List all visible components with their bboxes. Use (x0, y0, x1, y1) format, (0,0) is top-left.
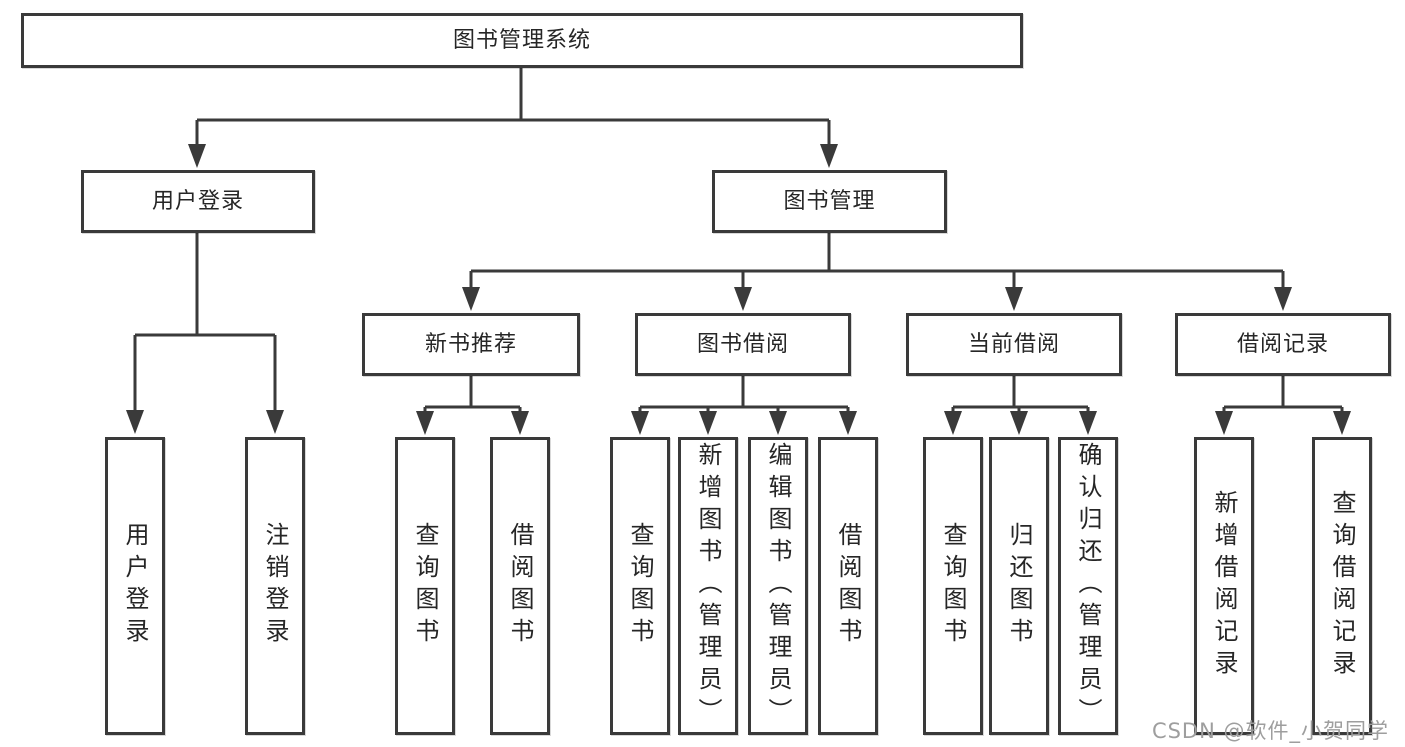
node-library-system: 图书管理系统 (21, 13, 1023, 68)
node-current-borrowing: 当前借阅 (906, 313, 1122, 376)
leaf-logout: 注销登录 (245, 437, 305, 735)
arrowhead (1010, 411, 1028, 435)
node-book-borrowing: 图书借阅 (635, 313, 851, 376)
branch-line (133, 233, 277, 412)
branch-line (951, 376, 1090, 413)
connector-current-borrow-branch (944, 376, 1097, 435)
leaf-edit-book-admin: 编辑图书（管理员） (748, 437, 808, 735)
arrowhead (416, 411, 434, 435)
branch-line (1222, 376, 1344, 413)
arrowhead (734, 287, 752, 311)
connector-new-books-branch (416, 376, 529, 435)
node-label: 新增图书（管理员） (694, 442, 722, 730)
node-label: 借阅图书 (834, 522, 862, 650)
leaf-query-books-recommend: 查询图书 (395, 437, 455, 735)
arrowhead (1215, 411, 1233, 435)
arrowhead (511, 411, 529, 435)
leaf-query-borrow-record: 查询借阅记录 (1312, 437, 1372, 735)
leaf-return-books: 归还图书 (989, 437, 1049, 735)
leaf-add-borrow-record: 新增借阅记录 (1194, 437, 1254, 735)
leaf-confirm-return-admin: 确认归还（管理员） (1058, 437, 1118, 735)
node-borrowing-records: 借阅记录 (1175, 313, 1391, 376)
connector-borrow-records-branch (1215, 376, 1351, 435)
leaf-user-login: 用户登录 (105, 437, 165, 735)
node-label: 图书管理系统 (452, 27, 591, 53)
node-label: 借阅图书 (506, 522, 534, 650)
arrowhead (1333, 411, 1351, 435)
node-label: 借阅记录 (1236, 331, 1329, 357)
arrowhead (699, 411, 717, 435)
node-new-book-recommendation: 新书推荐 (362, 313, 580, 376)
node-label: 图书借阅 (696, 331, 789, 357)
node-label: 注销登录 (261, 522, 289, 650)
arrowhead (1274, 287, 1292, 311)
arrowhead (126, 410, 144, 434)
arrowhead (839, 411, 857, 435)
connector-book-mgmt-branch (462, 233, 1292, 311)
branch-line (469, 233, 1285, 289)
node-label: 编辑图书（管理员） (764, 442, 792, 730)
arrowhead (631, 411, 649, 435)
leaf-borrow-books-borrowing: 借阅图书 (818, 437, 878, 735)
arrowhead (944, 411, 962, 435)
branch-line (195, 68, 831, 146)
leaf-query-books-borrowing: 查询图书 (610, 437, 670, 735)
arrowhead (769, 411, 787, 435)
node-label: 当前借阅 (967, 331, 1060, 357)
node-book-management: 图书管理 (712, 170, 947, 233)
node-label: 归还图书 (1005, 522, 1033, 650)
arrowhead (462, 287, 480, 311)
csdn-watermark: CSDN @软件_小贺同学 (1151, 719, 1389, 743)
node-label: 确认归还（管理员） (1074, 442, 1102, 730)
leaf-add-book-admin: 新增图书（管理员） (678, 437, 738, 735)
node-label: 图书管理 (783, 188, 876, 214)
node-label: 新增借阅记录 (1210, 490, 1238, 682)
leaf-borrow-books-recommend: 借阅图书 (490, 437, 550, 735)
arrowhead (820, 144, 838, 168)
connector-book-borrow-branch (631, 376, 857, 435)
node-label: 查询图书 (411, 522, 439, 650)
node-label: 用户登录 (151, 188, 244, 214)
arrowhead (1079, 411, 1097, 435)
leaf-query-books-current: 查询图书 (923, 437, 983, 735)
node-label: 新书推荐 (424, 331, 517, 357)
node-user-login: 用户登录 (81, 170, 315, 233)
arrowhead (188, 144, 206, 168)
node-label: 用户登录 (121, 522, 149, 650)
connector-user-login-branch (126, 233, 284, 434)
branch-line (638, 376, 850, 413)
node-label: 查询图书 (626, 522, 654, 650)
connector-root-branch (188, 68, 838, 168)
node-label: 查询借阅记录 (1328, 490, 1356, 682)
arrowhead (1005, 287, 1023, 311)
branch-line (423, 376, 522, 413)
arrowhead (266, 410, 284, 434)
node-label: 查询图书 (939, 522, 967, 650)
